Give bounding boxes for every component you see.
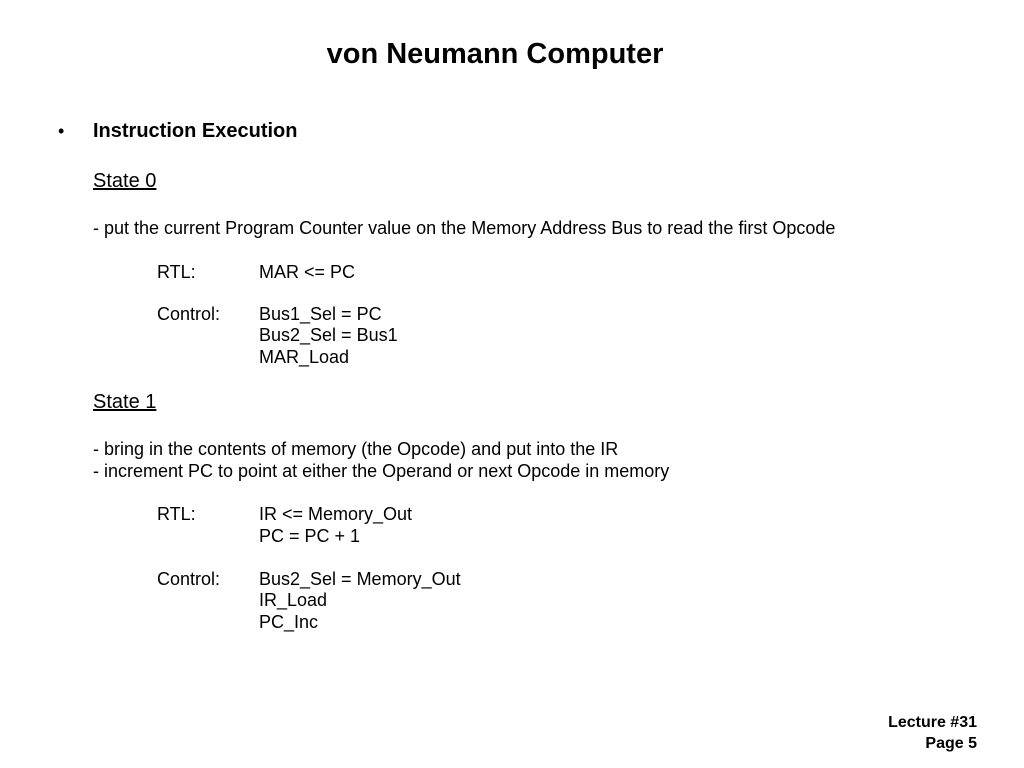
- state-1-control-line: Bus2_Sel = Memory_Out: [259, 569, 461, 589]
- page-number: Page 5: [925, 735, 977, 752]
- state-1-description: - bring in the contents of memory (the O…: [93, 439, 619, 459]
- state-1-rtl-line: PC = PC + 1: [259, 526, 361, 546]
- state-0-control-label: Control:: [157, 304, 221, 324]
- state-1-control-line: PC_Inc: [259, 612, 319, 632]
- state-1-label: State 1: [93, 391, 157, 413]
- state-0-control-line: Bus1_Sel = PC: [259, 304, 382, 324]
- state-0-description: - put the current Program Counter value …: [93, 218, 836, 238]
- lecture-number: Lecture #31: [888, 714, 977, 731]
- state-0-control-line: MAR_Load: [259, 347, 350, 367]
- state-0-rtl-line: MAR <= PC: [259, 262, 356, 282]
- state-1-control-line: IR_Load: [259, 590, 328, 610]
- state-1-control-label: Control:: [157, 569, 221, 589]
- slide-title: von Neumann Computer: [326, 38, 664, 70]
- section-heading: Instruction Execution: [93, 120, 298, 142]
- bullet-marker: •: [58, 121, 65, 141]
- state-0-control-line: Bus2_Sel = Bus1: [259, 325, 398, 345]
- state-1-rtl-label: RTL:: [157, 504, 196, 524]
- state-1-description: - increment PC to point at either the Op…: [93, 461, 670, 481]
- state-1-rtl-line: IR <= Memory_Out: [259, 504, 413, 524]
- state-0-label: State 0: [93, 170, 157, 192]
- state-0-rtl-label: RTL:: [157, 262, 196, 282]
